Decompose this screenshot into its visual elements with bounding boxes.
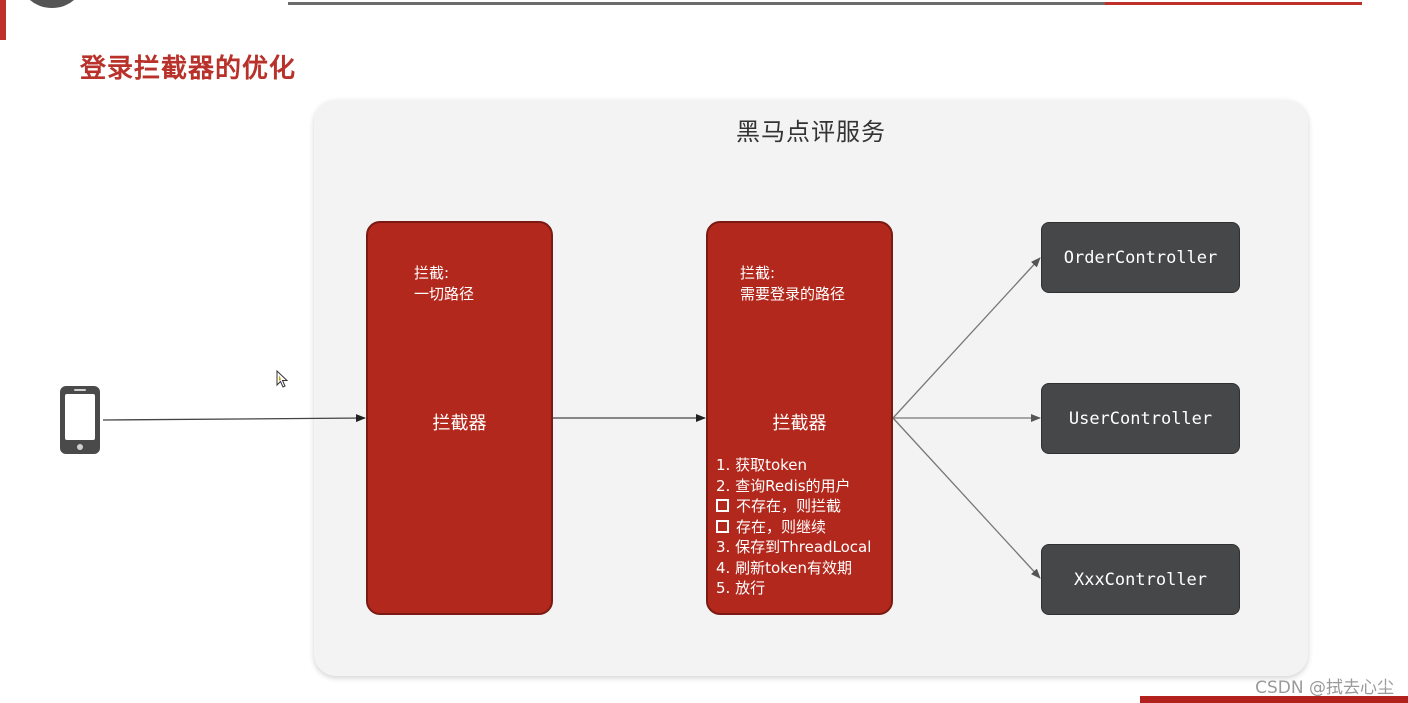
- interceptor-2-scope: 拦截: 需要登录的路径: [740, 263, 845, 305]
- step-exist-text: 存在，则继续: [736, 517, 827, 536]
- interceptor-1-name: 拦截器: [432, 413, 487, 434]
- step-not-exist-text: 不存在，则拦截: [736, 497, 842, 515]
- interceptor-2-steps: 1. 获取token 2. 查询Redis的用户 不存在，则拦截 存在，则继续 …: [716, 455, 871, 599]
- logo-badge: [22, 0, 82, 8]
- checkbox-square-icon: [716, 519, 729, 533]
- interceptor-2-scope-value: 需要登录的路径: [740, 285, 846, 303]
- service-title: 黑马点评服务: [736, 118, 886, 146]
- user-controller-box: UserController: [1041, 383, 1240, 454]
- csdn-watermark: CSDN @拭去心尘: [1255, 678, 1394, 698]
- smartphone-icon: [60, 386, 100, 454]
- step-refresh-token-ttl: 4. 刷新token有效期: [716, 558, 853, 577]
- header-rule: [288, 2, 1362, 5]
- xxx-controller-box: XxxController: [1041, 544, 1240, 615]
- header-rule-accent: [1105, 2, 1362, 5]
- interceptor-2-name: 拦截器: [772, 413, 827, 434]
- step-get-token: 1. 获取token: [716, 456, 808, 474]
- order-controller-box: OrderController: [1041, 222, 1240, 293]
- step-query-redis-user: 2. 查询Redis的用户: [716, 476, 851, 495]
- step-not-exist-intercept: 不存在，则拦截: [716, 496, 871, 517]
- mouse-cursor-icon: [276, 370, 289, 388]
- interceptor-1-scope-value: 一切路径: [414, 285, 475, 303]
- interceptor-1-scope: 拦截: 一切路径: [414, 263, 474, 305]
- slide-title: 登录拦截器的优化: [80, 54, 297, 84]
- footer-accent-strip: [1140, 696, 1408, 703]
- interceptor-1-scope-label: 拦截:: [414, 264, 450, 282]
- checkbox-square-icon: [716, 499, 729, 512]
- step-save-threadlocal: 3. 保存到ThreadLocal: [716, 538, 872, 556]
- top-accent-bar: [0, 0, 6, 40]
- interceptor-2-scope-label: 拦截:: [740, 264, 776, 282]
- interceptor-login-paths: 拦截: 需要登录的路径 拦截器 1. 获取token 2. 查询Redis的用户…: [706, 221, 893, 615]
- interceptor-all-paths: 拦截: 一切路径 拦截器: [366, 221, 553, 615]
- step-exist-continue: 存在，则继续: [716, 517, 871, 538]
- step-pass: 5. 放行: [716, 579, 766, 597]
